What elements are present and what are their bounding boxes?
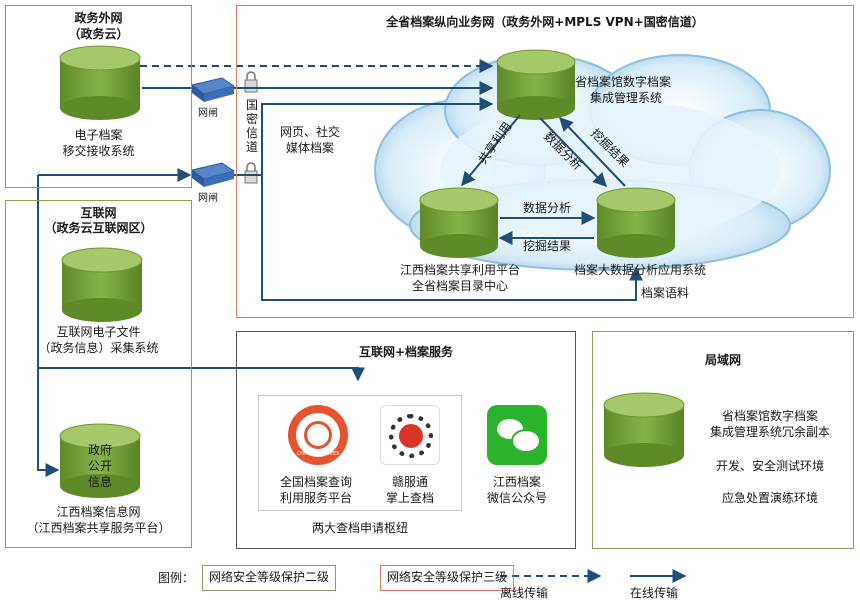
web-media-label-2: 媒体档案 [285,141,334,155]
china-archives-logo-text: CHINA ARCHIVES [296,451,340,457]
internet-subtitle: （政务云互联网区） [44,221,153,235]
legend-offline: 离线传输 [500,586,549,600]
cylinder-bigdata-system [596,187,676,258]
ganfutong-qr-icon[interactable] [380,405,440,465]
lan-item3: 应急处置演练环境 [721,491,818,505]
gov-external-subtitle: （政务云） [68,27,129,41]
archives-site-label-1: 江西档案信息网 [56,505,141,519]
bigdata-system-label: 档案大数据分析应用系统 [573,263,706,277]
legend-online: 在线传输 [630,586,679,600]
crypto-channel-label: 国密信道 [245,98,258,154]
app3-label-2: 微信公众号 [486,491,547,505]
lan-item1-line1: 省档案馆数字档案 [721,409,818,423]
vertical-net-title: 全省档案纵向业务网（政务外网+MPLS VPN+国密信道） [386,15,704,29]
wechat-icon[interactable] [487,405,547,465]
legend-level3: 网络安全等级保护三级 [380,565,515,591]
gov-info-text-1: 政府 [87,443,112,457]
gateway-label-2: 网闸 [198,193,218,204]
legend-level2: 网络安全等级保护二级 [202,565,337,591]
gateway-label-1: 网闸 [198,108,218,119]
hub-label: 两大查档申请枢纽 [311,521,408,535]
hub-group-box [258,395,462,511]
provincial-system-label-1: 省档案馆数字档案 [575,75,672,89]
cylinder-provincial-system [496,49,576,120]
edge-mining2-label: 挖掘结果 [522,239,571,253]
app1-label-1: 全国档案查询 [279,475,352,489]
app3-label-1: 江西档案 [492,475,541,489]
cylinder-lan-system [603,392,685,467]
gateway-icon-1 [190,77,236,102]
cylinder-transfer-system [59,45,141,120]
cylinder-shared-platform [419,187,499,258]
collector-label-2: （政务信息）采集系统 [38,341,159,355]
cylinder-collector-system [61,247,143,322]
zone-lan [592,331,854,549]
shared-platform-label-1: 江西档案共享利用平台 [399,263,520,277]
lan-item2: 开发、安全测试环境 [715,459,824,473]
zone-internet [5,200,192,548]
zone-vertical-net [236,5,854,318]
app1-label-2: 利用服务平台 [279,491,352,505]
internet-title: 互联网 [80,206,117,220]
provincial-system-label-2: 集成管理系统 [590,91,663,105]
app2-label-2: 掌上查档 [385,491,434,505]
collector-label-1: 互联网电子文件 [56,325,141,339]
china-archives-icon[interactable]: CHINA ARCHIVES [288,405,348,465]
edge-analysis2-label: 数据分析 [522,201,571,215]
zone-internet-services [236,331,576,549]
cylinder-gov-info [59,423,141,498]
legend-label: 图例： [158,571,195,585]
archives-site-label-2: （江西档案共享服务平台） [26,521,171,535]
gov-external-title: 政务外网 [74,11,123,25]
shared-platform-label-2: 全省档案目录中心 [411,279,508,293]
lan-title: 局域网 [704,353,741,367]
zone-gov-external [5,5,192,188]
web-media-label-1: 网页、社交 [279,125,340,139]
gov-info-text-3: 信息 [87,475,112,489]
transfer-system-label-2: 移交接收系统 [62,144,135,158]
corpus-label: 档案语料 [640,286,689,300]
gateway-icon-2 [190,162,236,187]
internet-services-title: 互联网+档案服务 [358,345,454,359]
app2-label-1: 赣服通 [391,475,428,489]
lan-item1-line2: 集成管理系统冗余副本 [709,425,830,439]
transfer-system-label-1: 电子档案 [74,128,123,142]
connectors [37,59,643,477]
gov-info-text-2: 公开 [87,459,112,473]
